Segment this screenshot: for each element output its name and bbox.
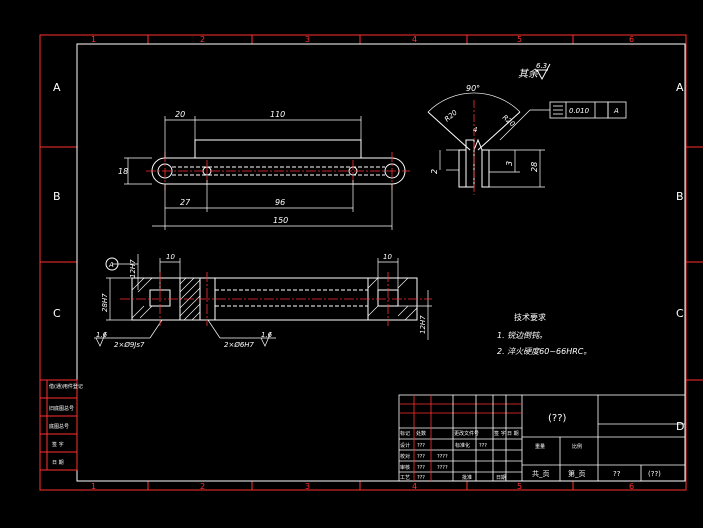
dim-angle-90: 90° [466, 84, 480, 93]
dim-28: 28 [530, 162, 539, 172]
dim-4: 4 [473, 126, 477, 134]
col-label-top-6: 6 [629, 35, 634, 44]
tb-weight-label: 重量 [535, 443, 545, 450]
row-label-right-a: A [676, 81, 684, 94]
col-label-bottom-3: 3 [305, 482, 310, 491]
row-label-right-c: C [676, 307, 684, 320]
datum-a-marker: A [105, 257, 119, 271]
row-label-left-b: B [53, 190, 61, 203]
tb-row4-label: 工艺 [400, 475, 410, 481]
col-label-top-1: 1 [91, 35, 96, 44]
roughness-1: 1.6 [96, 331, 108, 339]
notes-title: 技术要求 [514, 312, 546, 322]
tb-row4-date: 日期 [496, 475, 506, 481]
tb-row3-extra: ???? [437, 465, 448, 471]
dim-r-right: R20 [501, 113, 517, 128]
tb-row1-val: ??? [417, 443, 425, 449]
tb-header-count: 处数 [416, 430, 426, 437]
title-block [398, 394, 686, 482]
col-label-bottom-5: 5 [517, 482, 522, 491]
col-label-bottom-2: 2 [200, 482, 205, 491]
fit-12h7-right: 12H7 [419, 315, 427, 334]
top-view-centerlines [146, 152, 410, 190]
tb-row1-label: 设计 [400, 442, 410, 449]
tb-scale-label: 比例 [572, 443, 582, 450]
dim-96: 96 [275, 198, 285, 207]
notes-line-1: 1. 锐边倒钝。 [497, 331, 547, 340]
fit-28h7: 28H7 [101, 293, 109, 312]
dim-27: 27 [180, 198, 191, 207]
tb-row2-extra: ???? [437, 454, 448, 460]
tb-row4-val: ??? [417, 475, 425, 481]
tolerance-datum: A [613, 107, 619, 115]
tb-header-date: 日 期 [507, 431, 519, 437]
tolerance-frame [549, 101, 627, 119]
stamp-sign: 签 字 [52, 441, 64, 448]
col-label-top-5: 5 [517, 35, 522, 44]
tb-row2-val: ??? [417, 454, 425, 460]
surface-roughness-general: 其余 6.3 [518, 62, 551, 81]
col-label-bottom-4: 4 [412, 482, 417, 491]
fit-12h7-left: 12H7 [129, 259, 137, 278]
tb-row2-label: 校对 [400, 453, 410, 460]
dim-20: 20 [175, 110, 185, 119]
dim-10-left: 10 [166, 253, 175, 261]
tb-row1-stdval: ??? [479, 443, 487, 449]
stamp-borrow: 借(通)用件登记 [49, 383, 83, 390]
notes-line-2: 2. 淬火硬度60~66HRC。 [497, 347, 591, 356]
tb-sheet-total: 共_页 [532, 469, 550, 478]
row-label-right-b: B [676, 190, 684, 203]
tb-row1-std: 标准化 [455, 442, 470, 449]
tb-code-1: ?? [613, 470, 621, 478]
row-label-right-d: D [676, 420, 684, 433]
col-label-top-3: 3 [305, 35, 310, 44]
tb-row3-label: 审核 [400, 464, 410, 471]
tb-sheet-current: 第_页 [568, 469, 586, 478]
col-label-top-4: 4 [412, 35, 417, 44]
dim-3: 3 [505, 161, 514, 166]
dim-18: 18 [118, 167, 128, 176]
stamp-old-no: 旧底图总号 [49, 405, 74, 412]
dim-2: 2 [430, 169, 439, 174]
datum-a-label: A [108, 261, 114, 269]
dim-10-right: 10 [383, 253, 392, 261]
col-label-top-2: 2 [200, 35, 205, 44]
tolerance-value: 0.010 [569, 107, 590, 115]
top-view-dimensions [124, 116, 393, 230]
roughness-2: 1.6 [261, 331, 273, 339]
row-label-left-c: C [53, 307, 61, 320]
col-label-bottom-1: 1 [91, 482, 96, 491]
tb-header-sign: 签 字 [494, 430, 506, 437]
tb-row4-approve: 批准 [462, 474, 472, 481]
row-label-left-a: A [53, 81, 61, 94]
side-stamp-column: 借(通)用件登记 旧底图总号 底图总号 签 字 日 期 [39, 379, 83, 471]
dim-r-left: R20 [443, 108, 459, 123]
technical-notes: 技术要求 1. 锐边倒钝。 2. 淬火硬度60~66HRC。 [497, 312, 591, 356]
hole-callout-2: 2×Ø6H7 [224, 341, 255, 349]
hole-callout-1: 2×Ø9Js7 [114, 341, 145, 349]
stamp-base-no: 底图总号 [49, 423, 69, 430]
dim-110: 110 [270, 110, 285, 119]
tb-code-2: (??) [648, 470, 661, 478]
dim-150: 150 [273, 216, 288, 225]
tb-part-name: (??) [548, 413, 567, 424]
roughness-prefix: 其余 [518, 68, 540, 80]
top-view [151, 139, 406, 185]
stamp-date: 日 期 [52, 460, 64, 466]
tb-header-mark: 标记 [400, 430, 410, 437]
inner-border [76, 43, 686, 482]
section-centerline [120, 272, 432, 326]
drawing-frame [39, 34, 703, 491]
tb-row3-val: ??? [417, 465, 425, 471]
detail-view [427, 92, 550, 188]
tb-header-change: 更改文件号 [454, 430, 479, 437]
col-label-bottom-6: 6 [629, 482, 634, 491]
roughness-value: 6.3 [536, 62, 547, 70]
